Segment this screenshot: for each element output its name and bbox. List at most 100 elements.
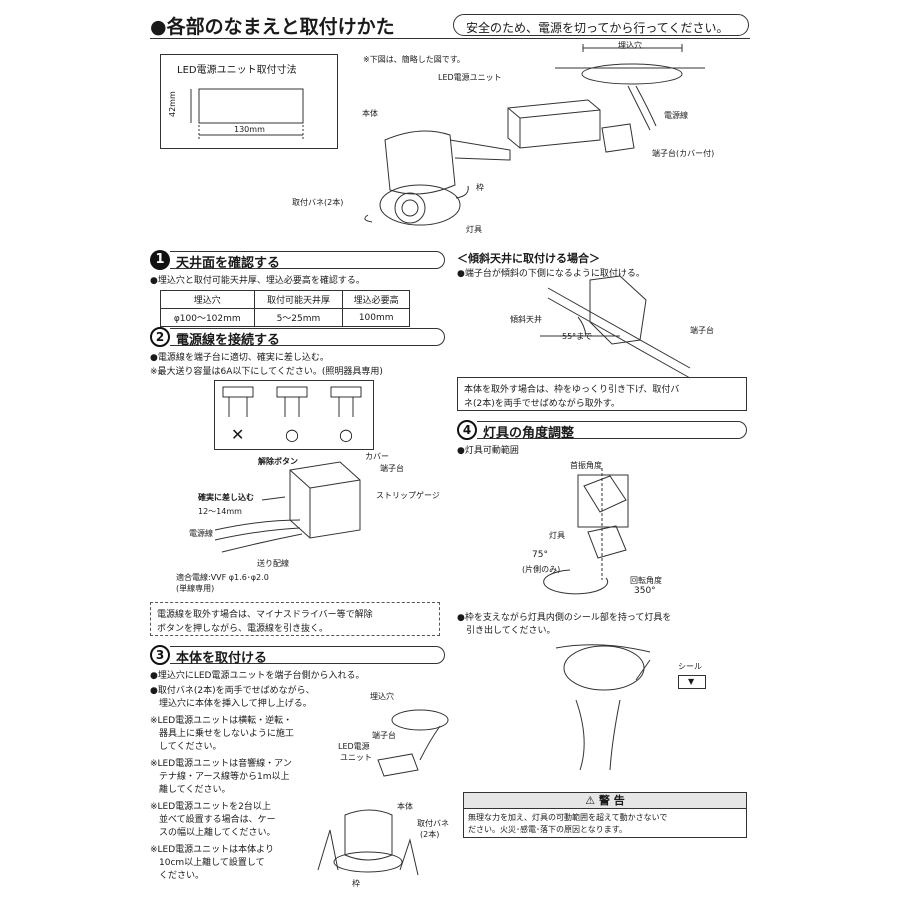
section3-line: 離してください。 (150, 785, 231, 795)
section3-line: スの幅以上離してください。 (150, 828, 276, 838)
label-frame: 枠 (476, 183, 484, 192)
section3-number: 3 (150, 645, 170, 665)
mark-ok-2: ○ (339, 425, 353, 444)
s3-label-hole: 埋込穴 (370, 692, 394, 701)
seal-mark: ▼ (688, 677, 695, 686)
s3-label-body: 本体 (397, 802, 413, 811)
cable-removal-line1: 電源線を取外す場合は、マイナスドライバー等で解除 (157, 610, 373, 620)
cable-removal-line2: ボタンを押しながら、電源線を引き抜く。 (157, 624, 329, 634)
s3-label-unit2: ユニット (340, 753, 372, 762)
spec-value-height: 100mm (342, 308, 410, 327)
section2-number: 2 (150, 327, 170, 347)
slope-title: ＜傾斜天井に取付ける場合＞ (457, 252, 600, 265)
figure-note: ※下図は、簡略した図です。 (363, 55, 465, 64)
section3-line: ●取付バネ(2本)を両手でせばめながら、 (150, 686, 315, 696)
warning-line1: 無理な力を加え、灯具の可動範囲を超えて動かさないで (468, 813, 668, 822)
label-hole: 埋込穴 (618, 41, 642, 50)
section4-bar (477, 421, 747, 439)
section3-line: 器具上に乗せをしないように施工 (150, 729, 294, 739)
section1-desc: ●埋込穴と取付可能天井厚、埋込必要高を確認する。 (150, 276, 365, 286)
slope-note-line1: 本体を取外す場合は、枠をゆっくり引き下げ、取付バ (464, 385, 680, 395)
label-terminal: 端子台(カバー付) (652, 149, 715, 158)
seal-mark-box: ▼ (678, 675, 706, 689)
s3-label-spring2: (2本) (420, 830, 440, 839)
cable-removal-note: 電源線を取外す場合は、マイナスドライバー等で解除 ボタンを押しながら、電源線を引… (150, 602, 440, 636)
section3-line: テナ線・アース線等から1m以上 (150, 772, 290, 782)
label-seal: シール (678, 662, 702, 671)
label-cover: カバー (365, 452, 389, 461)
label-neck-angle: 首振角度 (570, 461, 602, 470)
slope-label-terminal: 端子台 (690, 326, 714, 335)
slope-note-box: 本体を取外す場合は、枠をゆっくり引き下げ、取付バ ネ(2本)を両手でせばめながら… (457, 377, 747, 411)
label-strip-length: 12〜14mm (198, 507, 242, 516)
label-body: 本体 (362, 109, 378, 118)
mark-ok-1: ○ (285, 425, 299, 444)
dimension-box: LED電源ユニット取付寸法 42mm 130mm (160, 54, 338, 149)
dimension-width: 130mm (234, 125, 265, 134)
section1-bar (170, 251, 445, 269)
label-insert: 確実に差し込む (198, 493, 254, 502)
label-adjust-lamp: 灯具 (549, 531, 565, 540)
warning-line2: ださい。火災･感電･落下の原因となります。 (468, 825, 627, 834)
s3-label-terminal: 端子台 (372, 731, 396, 740)
section4-range: ●灯具可動範囲 (457, 446, 519, 456)
section3-line: ●埋込穴にLED電源ユニットを端子台側から入れる。 (150, 671, 365, 681)
section3-line: ※LED電源ユニットは音響線・アン (150, 759, 292, 769)
label-wire-spec: 適合電線:VVF φ1.6･φ2.0 (176, 573, 269, 582)
section2-title: 電源線を接続する (176, 333, 281, 348)
slope-angle: 55°まで (562, 332, 593, 341)
section3-line: ※LED電源ユニットを2台以上 (150, 802, 271, 812)
label-feed-wire: 送り配線 (257, 559, 289, 568)
section4-desc2: 引き出してください。 (457, 626, 556, 636)
warning-title: ⚠ 警 告 (463, 792, 747, 809)
label-strip-gauge: ストリップゲージ (376, 491, 440, 500)
spec-table: 埋込穴 取付可能天井厚 埋込必要高 φ100〜102mm 5〜25mm 100m… (160, 290, 410, 327)
slope-desc: ●端子台が傾斜の下側になるように取付ける。 (457, 269, 645, 279)
s3-label-spring1: 取付バネ (417, 819, 449, 828)
header-rule (150, 38, 750, 39)
label-power-wire: 電源線 (189, 529, 213, 538)
spec-value-thickness: 5〜25mm (253, 308, 344, 327)
label-tilt-note: (片側のみ) (522, 565, 561, 574)
label-rotation: 回転角度 (630, 576, 662, 585)
label-lamp: 灯具 (466, 225, 482, 234)
label-spring: 取付バネ(2本) (292, 198, 344, 207)
section3-line: ※LED電源ユニットは横転・逆転・ (150, 716, 293, 726)
section3-line: してください。 (150, 742, 222, 752)
main-figure-drawing (364, 44, 705, 226)
section3-bar (170, 646, 445, 664)
spec-value-hole: φ100〜102mm (160, 308, 255, 327)
section2-bar (170, 328, 445, 346)
section3-line: 埋込穴に本体を挿入して押し上げる。 (150, 699, 312, 709)
warning-box: ⚠ 警 告 無理な力を加え、灯具の可動範囲を超えて動かさないで ださい。火災･感… (463, 792, 747, 838)
s3-label-unit1: LED電源 (338, 742, 370, 751)
page-title: ●各部のなまえと取付けかた (150, 16, 395, 38)
section4-title: 灯具の角度調整 (483, 426, 575, 441)
s3-label-frame: 枠 (352, 879, 360, 888)
section3-line: ください。 (150, 871, 205, 881)
section4-desc1: ●枠を支えながら灯具内側のシール部を持って灯具を (457, 613, 672, 623)
label-terminal-block: 端子台 (380, 464, 404, 473)
slope-label-ceiling: 傾斜天井 (510, 315, 542, 324)
label-rotation-value: 350° (634, 586, 656, 596)
section3-line: ※LED電源ユニットは本体より (150, 845, 274, 855)
dimension-title: LED電源ユニット取付寸法 (177, 65, 297, 76)
label-led-unit: LED電源ユニット (438, 73, 502, 82)
section1-title: 天井面を確認する (176, 256, 281, 271)
safety-note: 安全のため、電源を切ってから行ってください。 (453, 14, 749, 36)
label-wire-type: (単線専用) (176, 584, 215, 593)
terminal-examples-drawing (222, 386, 362, 417)
mark-wrong: ✕ (231, 425, 245, 444)
section2-desc2: ※最大送り容量は6A以下にしてください。(照明器具専用) (150, 367, 383, 377)
dimension-drawing (190, 88, 304, 139)
label-tilt-angle: 75° (532, 550, 548, 560)
label-release-button: 解除ボタン (258, 457, 298, 466)
label-power-cable: 電源線 (664, 111, 688, 120)
section3-title: 本体を取付ける (176, 651, 268, 666)
section4-number: 4 (457, 420, 477, 440)
